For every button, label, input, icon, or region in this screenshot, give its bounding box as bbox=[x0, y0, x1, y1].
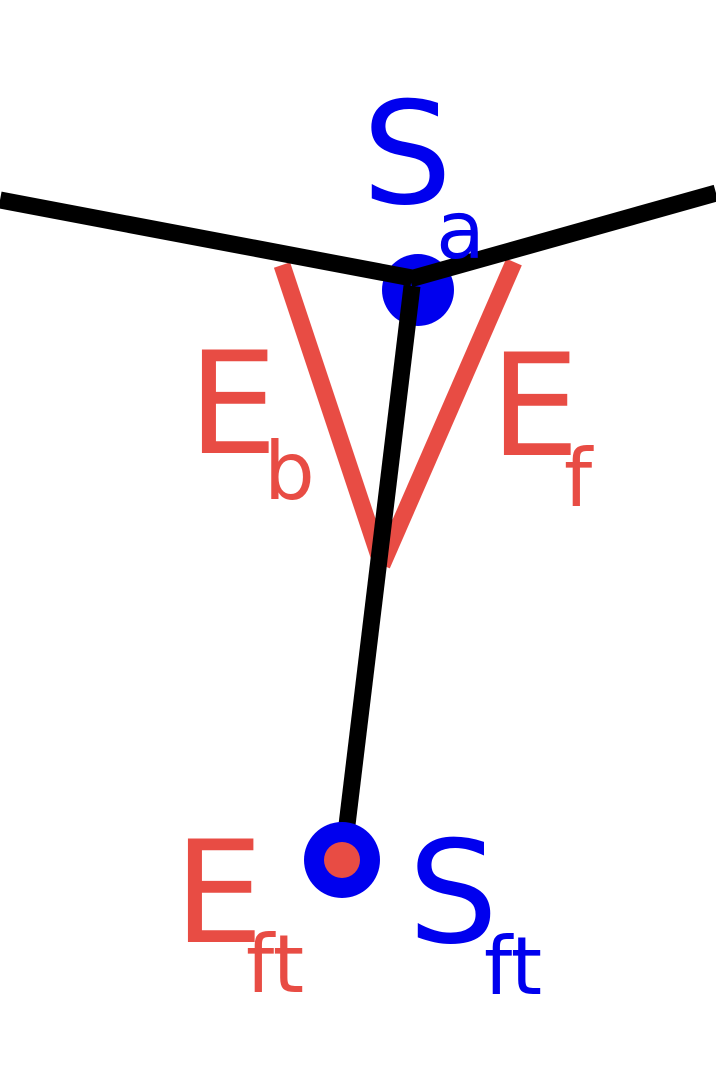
front-energy-line bbox=[374, 258, 522, 569]
label-s-ft-sub: ft bbox=[484, 920, 542, 1013]
label-e-f-main: E bbox=[490, 324, 580, 489]
label-s-a-main: S bbox=[362, 72, 452, 237]
stem-edge bbox=[334, 284, 421, 860]
label-e-ft-sub: ft bbox=[246, 918, 304, 1011]
label-e-b-sub: b bbox=[264, 425, 315, 518]
back-energy-line bbox=[273, 262, 391, 568]
label-e-ft-main: E bbox=[174, 811, 264, 976]
label-s-a: S a bbox=[362, 72, 485, 277]
back-edge bbox=[0, 191, 414, 287]
terminal-energy-dot bbox=[324, 842, 360, 878]
label-s-a-sub: a bbox=[436, 184, 485, 277]
label-e-f: E f bbox=[490, 324, 594, 525]
label-s-ft: S ft bbox=[408, 811, 542, 1013]
label-e-b: E b bbox=[188, 322, 315, 518]
front-edge bbox=[407, 184, 716, 288]
label-e-f-sub: f bbox=[564, 432, 594, 525]
label-s-ft-main: S bbox=[408, 811, 498, 976]
label-e-ft: E ft bbox=[174, 811, 304, 1011]
label-e-b-main: E bbox=[188, 322, 278, 487]
